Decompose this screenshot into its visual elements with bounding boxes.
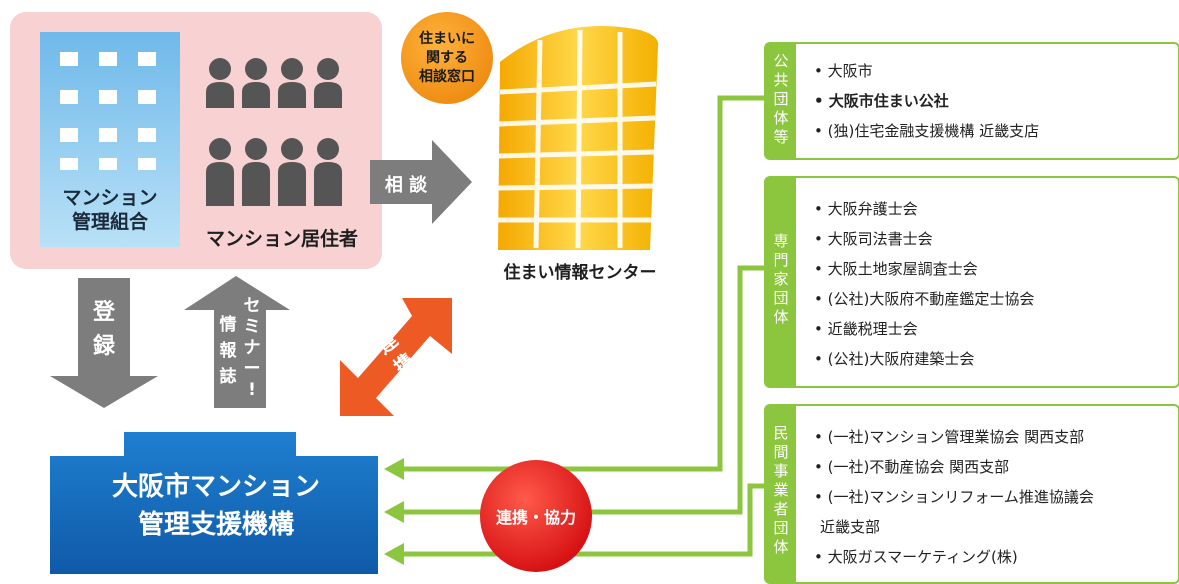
connector-arrowheads [384,458,404,565]
organization-line: 大阪市マンション [111,472,320,502]
consultation-bubble [401,12,493,104]
panel-side-bar [766,406,796,582]
side-char: 団 [773,289,789,307]
seminar-arrow [184,276,290,408]
building-label-line: 管理組合 [71,211,148,233]
side-char: 団 [773,90,789,108]
panel-list: • (一社)マンション管理業協会 関西支部 • (一社)不動産協会 関西支部 •… [814,422,1094,572]
panel-side-label: 民 間 事 業 者 団 体 [766,424,796,557]
list-item: 近畿支部 [820,518,881,536]
seminar-char: セ [243,296,261,316]
organization-name: 大阪市マンション 管理支援機構 [56,468,376,544]
panel-list: • 大阪弁護士会 • 大阪司法書士会 • 大阪土地家屋調査士会 • (公社)大阪… [814,194,1034,374]
side-char: 業 [773,481,789,499]
panel-side-bar [766,178,796,386]
list-item: • (一社)マンションリフォーム推進協議会 [814,488,1094,506]
bubble-line: 関する [426,50,468,66]
consult-arrow [370,140,472,224]
public-bodies-panel: 公 共 団 体 等 • 大阪市 • 大阪市住まい公社 • (独)住宅金融支援機構… [764,42,1179,160]
cooperation-circle [480,460,592,572]
seminar-char: ナ [243,338,261,358]
organization-line: 管理支援機構 [137,510,294,540]
bubble-line: 相談窓口 [419,69,475,85]
consult-label: 相 談 [384,175,428,196]
list-item: • (独)住宅金融支援機構 近畿支店 [814,122,1040,140]
private-bodies-panel: 民 間 事 業 者 団 体 • (一社)マンション管理業協会 関西支部 • (一… [764,404,1179,584]
bubble-line: 住まいに [419,31,475,47]
list-item: • 大阪ガスマーケティング(株) [814,548,1018,566]
seminar-char: ミ [243,317,261,337]
seminar-char: 情 [219,315,237,335]
panel-list: • 大阪市 • 大阪市住まい公社 • (独)住宅金融支援機構 近畿支店 [814,56,1039,146]
panel-side-label: 公 共 団 体 等 [766,52,796,147]
side-char: 等 [773,128,789,146]
side-char: 体 [773,538,789,556]
building-label-line: マンション [62,187,158,209]
list-item: • (公社)大阪府建築士会 [814,350,975,368]
organization-block [50,432,378,574]
list-item: • (一社)不動産協会 関西支部 [814,458,1010,476]
list-item: • (公社)大阪府不動産鑑定士協会 [814,290,1035,308]
list-item: • 大阪司法書士会 [814,230,933,248]
list-item: • 大阪市住まい公社 [814,92,949,110]
side-char: 間 [773,443,789,461]
professional-bodies-panel: 専 門 家 団 体 • 大阪弁護士会 • 大阪司法書士会 • 大阪土地家屋調査士… [764,176,1179,388]
side-char: 共 [773,71,789,89]
panel-side-label: 専 門 家 団 体 [766,232,796,327]
link-arrow [340,298,452,416]
register-arrow [50,278,158,408]
side-char: 者 [773,500,789,518]
side-char: 団 [773,519,789,537]
seminar-char: 報 [219,341,237,361]
register-char: 登 [92,300,115,325]
building-windows [60,52,156,170]
register-char: 録 [92,334,115,359]
side-char: 専 [773,232,789,250]
seminar-char: ー [243,359,261,379]
side-char: 民 [773,424,789,442]
seminar-char: ! [248,380,256,400]
list-item: • 近畿税理士会 [814,320,918,338]
side-char: 体 [773,308,789,326]
list-item: • 大阪土地家屋調査士会 [814,260,978,278]
info-center-name: 住まい情報センター [503,263,657,283]
info-center-tower-icon [497,26,659,250]
residents-label: マンション居住者 [205,228,358,250]
seminar-label-right: セ ミ ナ ー ! [240,296,264,401]
side-char: 門 [773,251,789,269]
building-label: マンション 管理組合 [40,186,180,234]
consultation-bubble-text: 住まいに 関する 相談窓口 [404,30,490,87]
seminar-label-left: 情 報 誌 [216,312,240,390]
cooperation-label: 連携・協力 [495,508,576,527]
seminar-char: 誌 [219,367,237,387]
side-char: 事 [773,462,789,480]
side-char: 家 [773,270,789,288]
list-item: • 大阪弁護士会 [814,200,918,218]
list-item: • 大阪市 [814,62,873,80]
residents-icon [206,58,342,206]
list-item: • (一社)マンション管理業協会 関西支部 [814,428,1085,446]
side-char: 体 [773,109,789,127]
panel-side-bar [766,44,796,158]
side-char: 公 [773,52,789,70]
register-label: 登 録 [80,296,128,364]
